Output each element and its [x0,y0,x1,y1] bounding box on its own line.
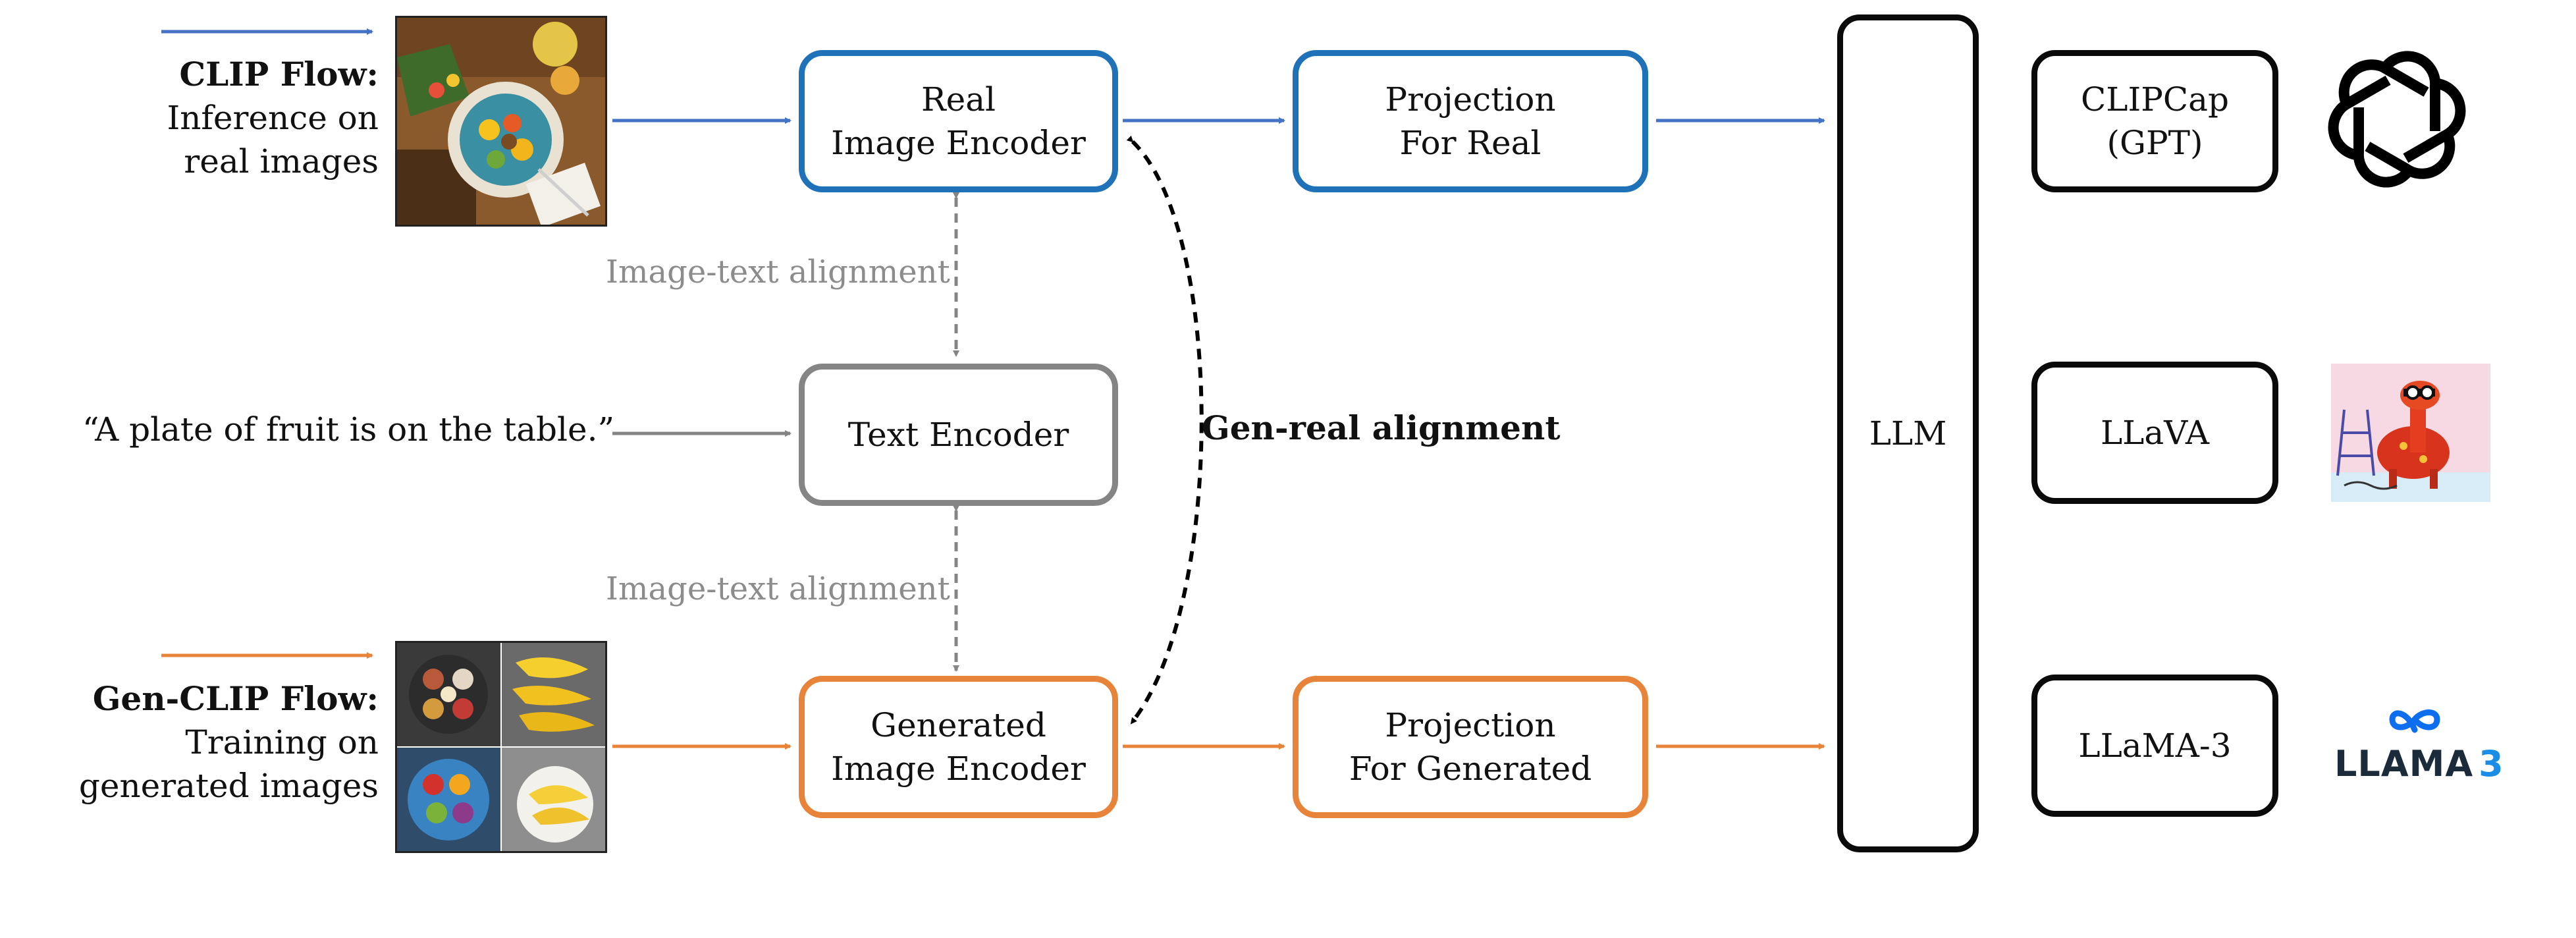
llava-model-box: LLaVA [2031,362,2278,504]
llm-box: LLM [1837,14,1979,852]
clip-flow-subtitle: Inference on real images [167,99,379,180]
gen-clip-flow-label: Gen-CLIP Flow: Training on generated ima… [79,677,379,808]
llava-logo-icon [2331,364,2490,502]
projection-generated-box: Projection For Generated [1293,676,1648,818]
clip-flow-title: CLIP Flow: [179,55,379,94]
gen-clip-flow-title: Gen-CLIP Flow: [92,679,379,718]
openai-logo-icon [2328,50,2466,188]
real-image-encoder-box: Real Image Encoder [799,50,1118,192]
caption-text: “A plate of fruit is on the table.” [82,410,615,449]
gen-clip-flow-subtitle: Training on generated images [78,723,379,805]
dashed-curve-gen-real [1126,135,1204,725]
real-image-thumbnail [395,16,607,227]
gen-real-alignment-label: Gen-real alignment [1202,408,1561,447]
projection-real-box: Projection For Real [1293,50,1648,192]
llama3-logo-word: LLAMA [2334,743,2474,785]
llama3-logo-num: 3 [2479,743,2504,785]
generated-images-thumbnail [395,641,607,853]
llama3-model-box: LLaMA-3 [2031,675,2278,817]
generated-image-encoder-box: Generated Image Encoder [799,676,1118,818]
clip-flow-label: CLIP Flow: Inference on real images [167,53,379,183]
image-text-alignment-top-label: Image-text alignment [606,254,950,290]
clipcap-model-box: CLIPCap (GPT) [2031,50,2278,192]
text-encoder-box: Text Encoder [799,364,1118,506]
image-text-alignment-bottom-label: Image-text alignment [606,570,950,607]
